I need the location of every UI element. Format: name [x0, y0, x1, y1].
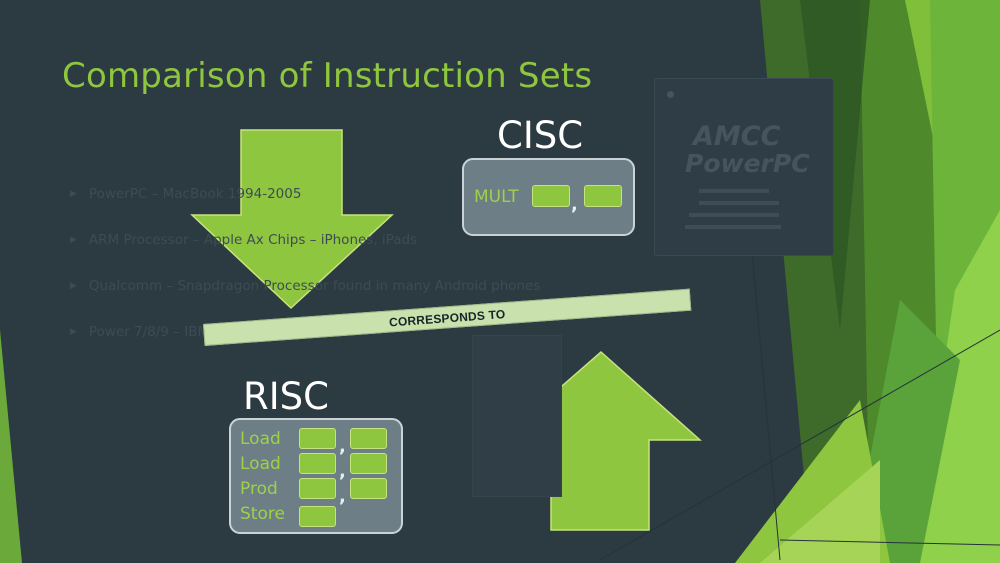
bullet-item: ▶ Qualcomm – Snapdragon Processor found i… — [70, 278, 540, 294]
risc-op-label: Load — [240, 429, 281, 449]
down-arrow-icon — [190, 129, 394, 310]
chip-text-line — [699, 201, 779, 205]
operand-separator: , — [571, 194, 578, 215]
operand-separator: , — [339, 461, 346, 482]
operand-separator: , — [339, 486, 346, 507]
risc-op-label: Load — [240, 454, 281, 474]
risc-op-label: Store — [240, 504, 285, 524]
bullet-text: Qualcomm – Snapdragon Processor found in… — [88, 278, 541, 294]
bullet-marker-icon: ▶ — [70, 189, 77, 199]
bullet-text: PowerPC – MacBook 1994-2005 — [88, 186, 302, 202]
operand-slot — [532, 185, 570, 207]
chip-text-line — [689, 213, 779, 217]
risc-op-label: Prod — [240, 479, 278, 499]
left-sliver — [0, 330, 22, 563]
bullet-item: ▶ ARM Processor – Apple Ax Chips – iPhone… — [70, 232, 417, 248]
bullet-text: ARM Processor – Apple Ax Chips – iPhones… — [88, 232, 418, 248]
operand-slot — [350, 453, 387, 474]
cisc-op-label: MULT — [474, 187, 519, 207]
operand-slot — [299, 506, 336, 527]
slide-title: Comparison of Instruction Sets — [62, 56, 593, 96]
bullet-marker-icon: ▶ — [70, 327, 77, 337]
operand-slot — [350, 478, 387, 499]
cisc-box: MULT , — [462, 158, 635, 236]
operand-slot — [584, 185, 622, 207]
operand-separator: , — [339, 436, 346, 457]
operand-slot — [299, 428, 336, 449]
operand-slot — [299, 478, 336, 499]
ghost-panel — [472, 335, 562, 497]
chip-dot — [667, 91, 674, 98]
chip-brand: AMCC — [693, 121, 781, 152]
operand-slot — [299, 453, 336, 474]
bullet-marker-icon: ▶ — [70, 235, 77, 245]
chip-model: PowerPC — [685, 149, 810, 178]
right-facets — [735, 0, 1000, 563]
chip-text-line — [699, 189, 769, 193]
bullet-item: ▶ PowerPC – MacBook 1994-2005 — [70, 186, 301, 202]
chip-photo: AMCC PowerPC — [654, 78, 834, 256]
bullet-marker-icon: ▶ — [70, 281, 77, 291]
cisc-heading: CISC — [497, 114, 584, 157]
risc-heading: RISC — [243, 375, 329, 418]
risc-box: Load , Load , Prod , Store — [229, 418, 403, 534]
chip-text-line — [685, 225, 781, 229]
operand-slot — [350, 428, 387, 449]
